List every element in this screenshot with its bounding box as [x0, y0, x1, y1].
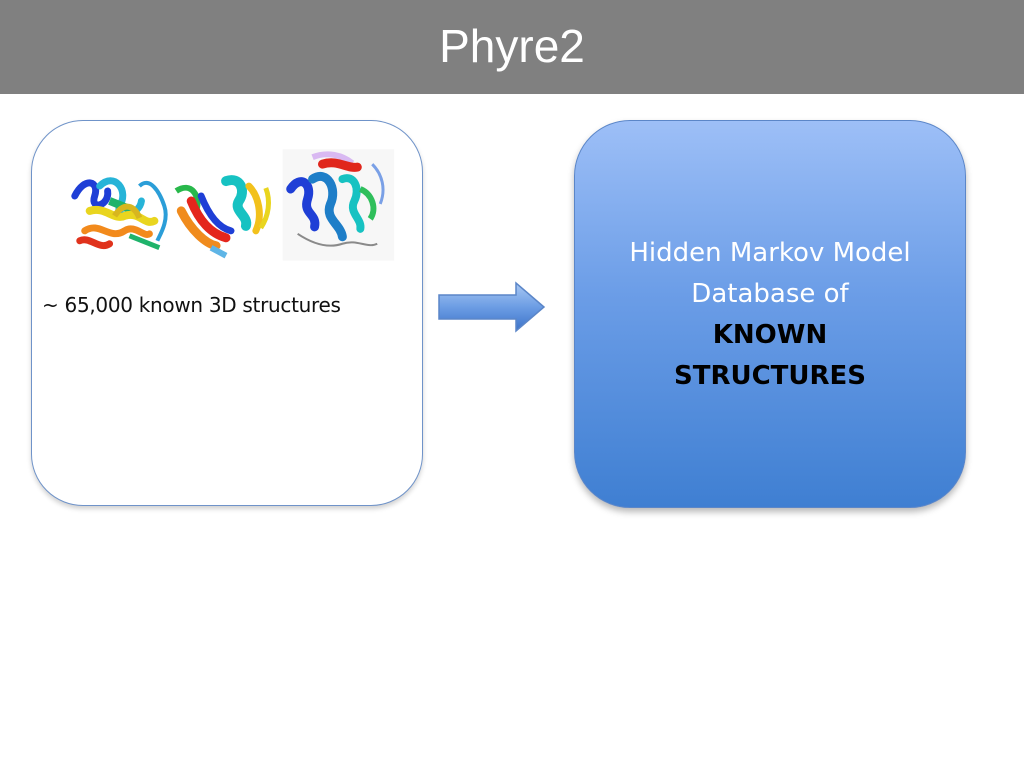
- hmm-database-text: Hidden Markov Model Database of KNOWN ST…: [575, 233, 965, 397]
- hmm-line: Hidden Markov Model: [629, 238, 911, 268]
- hmm-database-panel: Hidden Markov Model Database of KNOWN ST…: [574, 120, 966, 508]
- protein-structure-image: [282, 149, 395, 261]
- right-arrow-icon: [438, 281, 546, 333]
- protein-structure-image: [71, 177, 168, 251]
- protein-structure-images: [71, 149, 395, 261]
- known-line: KNOWN: [712, 320, 828, 350]
- slide-title: Phyre2: [439, 19, 585, 72]
- known-structures-panel: ~ 65,000 known 3D structures: [31, 120, 423, 506]
- database-line: Database of: [691, 279, 849, 309]
- protein-structure-image: [174, 175, 271, 259]
- title-bar: Phyre2: [0, 0, 1024, 94]
- structures-count-text: ~ 65,000 known 3D structures: [42, 293, 341, 317]
- structures-line: STRUCTURES: [673, 361, 867, 391]
